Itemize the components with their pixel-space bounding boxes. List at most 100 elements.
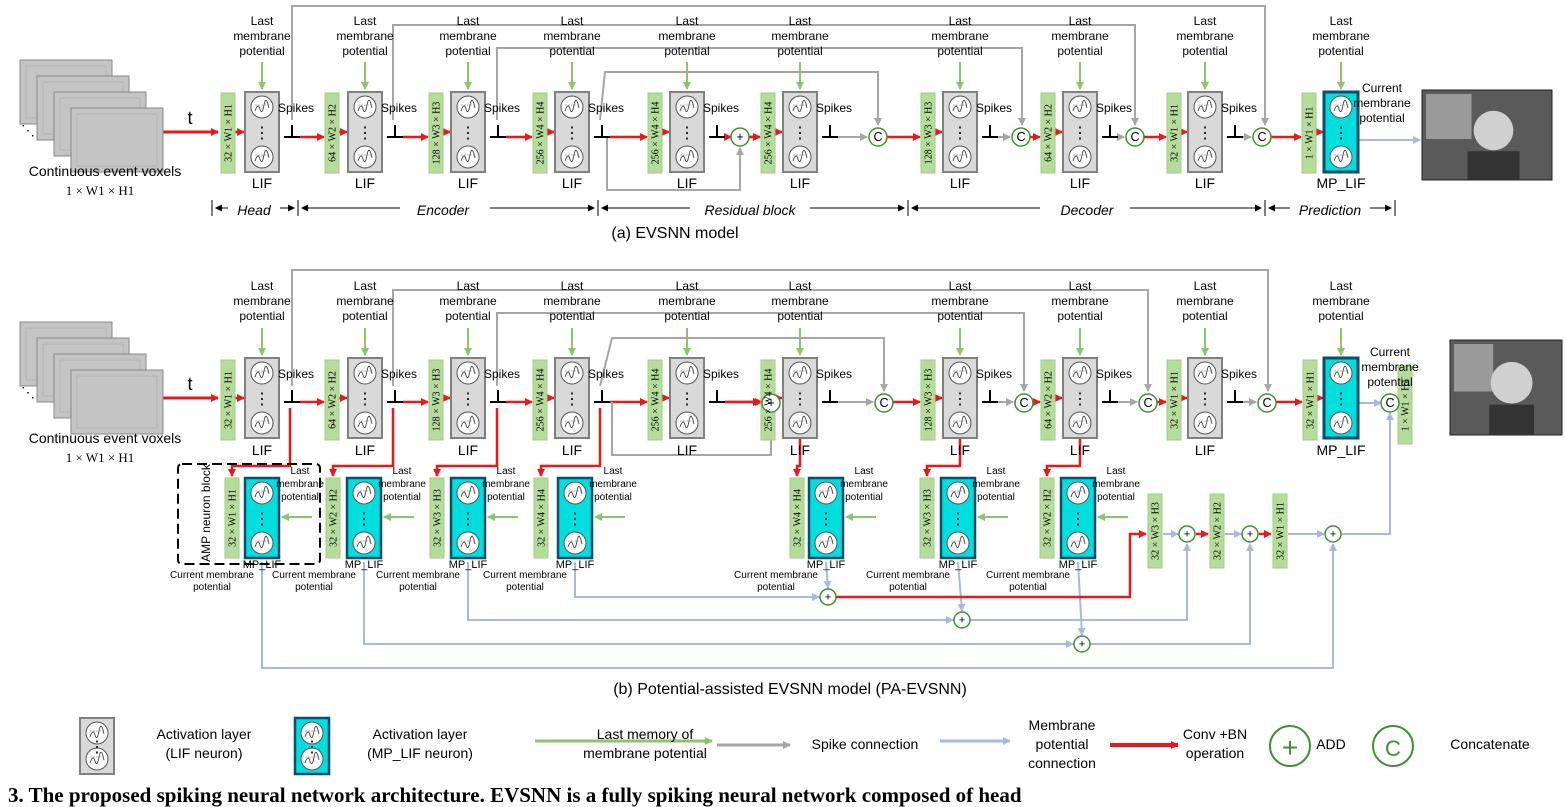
amp-lastmem-membrane-5: membrane	[972, 479, 1020, 490]
top-current-2: membrane	[1353, 96, 1411, 110]
pa-blue-5	[1077, 561, 1086, 636]
top-lif-1-trace-icon	[357, 149, 373, 163]
top-lastmem-4-last: Last	[676, 14, 699, 28]
top-conv-1	[324, 92, 340, 174]
top-lastmem-1-membrane: membrane	[336, 29, 394, 43]
top-spikes-5: Spikes	[816, 101, 852, 115]
bottom-lif-7-trace-icon	[1072, 365, 1088, 379]
amp-mp-2-circle-icon	[456, 481, 480, 505]
amp-mp-2-trace-icon	[460, 485, 476, 499]
top-lif-7-vdots: ⋮	[1072, 125, 1088, 142]
legend-spike: Spike connection	[812, 736, 919, 752]
amp-current-membrane-3: Current membrane	[483, 570, 567, 581]
top-conv-4-label: 256 × W4 × H4	[651, 102, 662, 165]
bottom-time-label: t	[187, 374, 192, 394]
bottom-spikes-3: Spikes	[588, 367, 624, 381]
bottom-conv-3	[532, 359, 548, 441]
amp-conv-4-label: 32 × W4 × H4	[793, 489, 804, 547]
top-lif-7-circle-icon	[1068, 145, 1092, 169]
bottom-lastmem-8-membrane: membrane	[1176, 294, 1234, 308]
top-lastmem-5-potential: potential	[777, 44, 822, 58]
bottom-lastmem-4-potential: potential	[664, 309, 709, 323]
top-lastmem-4-potential: potential	[664, 44, 709, 58]
amp-mp-1-circle-icon	[352, 531, 376, 555]
amp-mplif-label-0: MP_LIF	[243, 559, 282, 571]
bottom-lif-5-trace-icon	[792, 415, 808, 429]
legend-add: ADD	[1316, 736, 1346, 752]
top-lastmem-5-membrane: membrane	[771, 29, 829, 43]
amp-lastmem-potential-4: potential	[845, 492, 883, 503]
top-concat-2-symbol: C	[1130, 130, 1139, 144]
bottom-mplif-label: MP_LIF	[1316, 442, 1365, 458]
amp-mp-5-trace-icon	[950, 535, 966, 549]
amp-current-membrane-0: Current membrane	[170, 570, 254, 581]
pa-blue-6	[261, 543, 1337, 669]
amp-lastmem-potential-6: potential	[1097, 492, 1135, 503]
bottom-conv-1	[324, 359, 340, 441]
top-lif-6-circle-icon	[948, 95, 972, 119]
amp-current-potential-0: potential	[193, 582, 231, 593]
pa-blue-14	[1342, 412, 1394, 535]
legend-lif-label-2: (LIF neuron)	[165, 745, 242, 761]
top-mplif-label: MP_LIF	[1316, 175, 1365, 191]
amp-mp-6-trace-icon	[1070, 485, 1086, 499]
bottom-spike-mark-0	[284, 390, 300, 403]
top-spikes-7: Spikes	[1096, 101, 1132, 115]
pa-blue-8	[1090, 543, 1254, 645]
bottom-lif-4-vdots: ⋮	[679, 391, 695, 408]
bottom-caption: (b) Potential-assisted EVSNN model (PA-E…	[613, 681, 967, 698]
amp-mplif-label-1: MP_LIF	[345, 559, 384, 571]
bottom-lif-6-circle-icon	[948, 411, 972, 435]
amp-mp-3-trace-icon	[567, 485, 583, 499]
bottom-lif-3-circle-icon	[560, 361, 584, 385]
bottom-conv-9-label: 32 × W1 × H1	[1306, 371, 1317, 429]
amp-mp-6-circle-icon	[1066, 531, 1090, 555]
top-lif-8-circle-icon	[1193, 95, 1217, 119]
bottom-output-image-face	[1490, 361, 1533, 404]
bottom-spikes-0: Spikes	[278, 367, 314, 381]
top-lif-4-vdots: ⋮	[679, 125, 695, 142]
top-conv-0	[220, 92, 236, 174]
pa-add-4	[1241, 525, 1259, 543]
bottom-lif-8-trace-icon	[1197, 415, 1213, 429]
bottom-lif-label-6: LIF	[950, 442, 970, 458]
bottom-lif-2-vdots: ⋮	[460, 391, 476, 408]
top-skip-1	[392, 24, 1139, 126]
top-lif-8-trace-icon	[1197, 99, 1213, 113]
pa-add-0	[819, 588, 837, 606]
bottom-conv-4-label: 256 × W4 × H4	[651, 369, 662, 432]
top-concat-3	[1252, 127, 1272, 147]
top-conv-9-label: 1 × W1 × H1	[1305, 107, 1316, 160]
bottom-lastmem-7-membrane: membrane	[1051, 294, 1109, 308]
amp-current-membrane-4: Current membrane	[734, 570, 818, 581]
bottom-spike-mark-6	[982, 390, 998, 403]
top-current-3: potential	[1359, 111, 1404, 125]
top-conv-7	[1040, 92, 1056, 174]
bottom-lif-1-vdots: ⋮	[357, 391, 373, 408]
bottom-lif-3-trace-icon	[564, 415, 580, 429]
top-spikes-8: Spikes	[1221, 101, 1257, 115]
top-lastmem-1-potential: potential	[342, 44, 387, 58]
top-lif-0-vdots: ⋮	[254, 125, 270, 142]
top-lastmem-3-potential: potential	[549, 44, 594, 58]
bottom-spike-mark-3	[594, 390, 610, 403]
bottom-lastmem-5-potential: potential	[777, 309, 822, 323]
bottom-lif-7-vdots: ⋮	[1072, 391, 1088, 408]
amp-lastmem-membrane-6: membrane	[1092, 479, 1140, 490]
bottom-skip-2	[496, 312, 1028, 392]
top-time-label: t	[187, 108, 192, 128]
top-mp-lif-trace-icon	[1333, 149, 1349, 163]
amp-mp-2-vdots: ⋮	[460, 511, 476, 528]
amp-current-potential-5: potential	[889, 582, 927, 593]
top-lif-4-trace-icon	[679, 149, 695, 163]
bottom-lif-8-vdots: ⋮	[1197, 391, 1213, 408]
amp-lastmem-membrane-4: membrane	[840, 479, 888, 490]
amp-conv-6	[1039, 477, 1055, 559]
bottom-skip-1	[392, 289, 1152, 392]
bottom-conv-8	[1166, 359, 1182, 441]
amp-block-outline	[177, 463, 321, 565]
bottom-lif-5-trace-icon	[792, 365, 808, 379]
section-head: Head	[237, 202, 272, 218]
amp-red-in-1	[329, 408, 395, 477]
legend-conv-2: operation	[1186, 745, 1244, 761]
